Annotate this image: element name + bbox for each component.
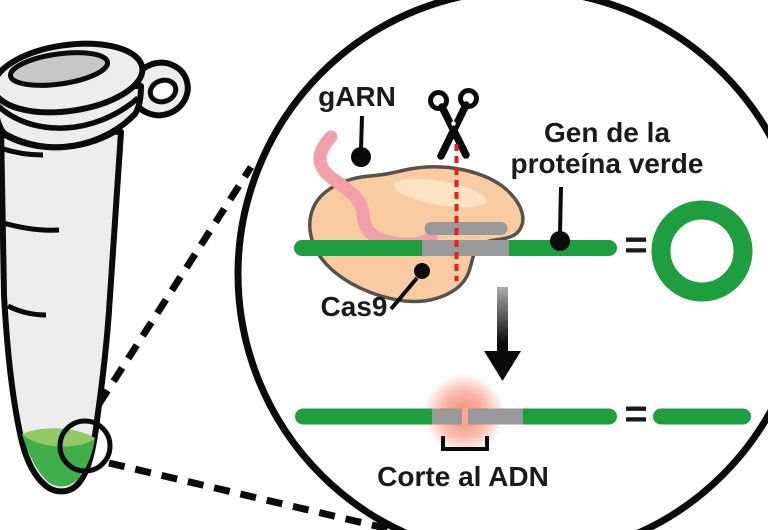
- equals-sign-top: =: [624, 223, 647, 267]
- gene-pointer-line: [558, 186, 563, 234]
- cap-band-line: [0, 95, 140, 131]
- lower-dashed-line: [108, 459, 390, 530]
- cap-tab-hole: [147, 77, 179, 105]
- gene-pointer-dot: [550, 231, 570, 251]
- magnification-dashed-lines: [96, 165, 390, 530]
- gene-label-line2: proteína verde: [511, 148, 704, 179]
- cut-bracket: [441, 436, 489, 451]
- cas9-highlight: [393, 178, 487, 208]
- scissors-ring-left: [428, 90, 449, 111]
- down-arrow-icon: [484, 287, 521, 381]
- garn-pointer-line: [359, 115, 364, 151]
- graduation-mark: [0, 145, 44, 158]
- garn-pointer-dot: [351, 147, 371, 167]
- upper-dashed-line: [96, 165, 254, 406]
- dna-strand-bottom: [295, 362, 617, 466]
- scissors-icon: [428, 88, 479, 160]
- graduation-mark: [6, 303, 47, 318]
- equals-sign-bottom: =: [624, 392, 647, 436]
- tube-liquid-surface: [22, 428, 95, 447]
- gene-callout: Gen de la proteína verde: [511, 117, 704, 251]
- cut-label: Corte al ADN: [377, 461, 549, 492]
- scissors-pivot: [451, 121, 456, 126]
- cas9-label: Cas9: [321, 291, 388, 322]
- cas9-callout: Cas9: [321, 263, 430, 322]
- cas9-pointer-dot: [414, 263, 430, 279]
- cut-gap: [462, 407, 468, 426]
- graduation-mark: [0, 219, 60, 233]
- cap-inner-recess: [7, 50, 111, 88]
- microcentrifuge-tube: [0, 40, 191, 495]
- magnifier-detail-circle: [234, 0, 768, 530]
- tube-body: [0, 123, 124, 495]
- magnifier-circle-icon: [57, 418, 113, 474]
- cas9-pointer-line: [389, 276, 419, 311]
- arrow-head: [484, 351, 521, 381]
- garn-callout: gARN: [318, 81, 396, 167]
- scissors-blade: [437, 101, 470, 160]
- garn-label: gARN: [318, 81, 396, 112]
- plasmid-ring: [651, 200, 753, 302]
- gene-label-line1: Gen de la: [544, 117, 670, 148]
- cut-callout: Corte al ADN: [377, 436, 549, 492]
- arrow-shaft: [497, 287, 508, 353]
